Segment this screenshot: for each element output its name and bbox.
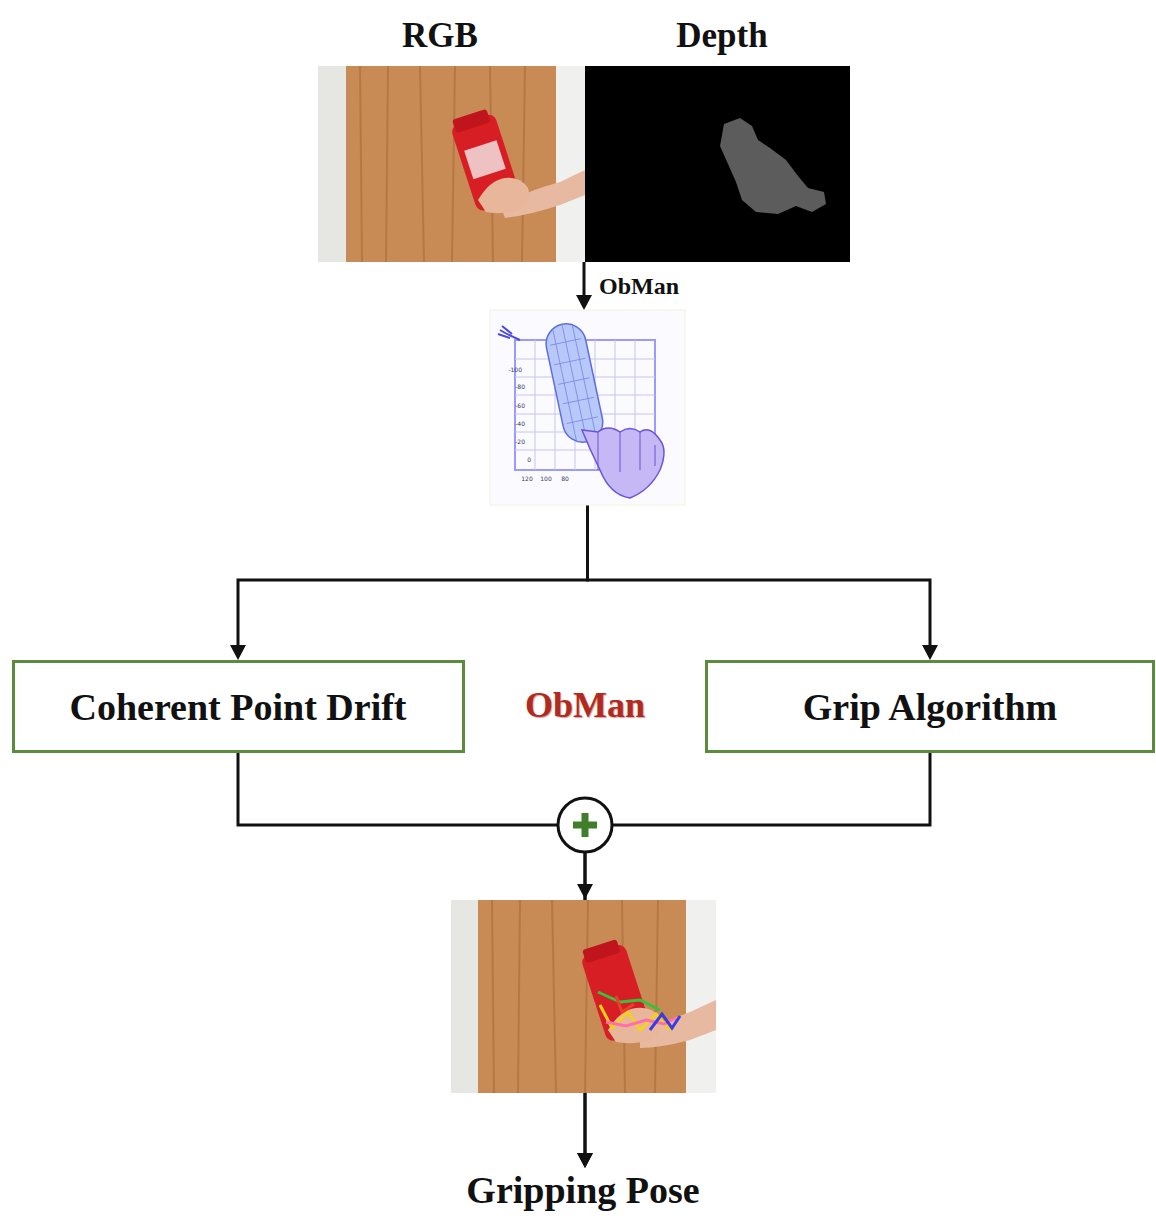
arrowhead xyxy=(577,1153,593,1168)
process-box: Grip Algorithm xyxy=(705,660,1155,753)
connector xyxy=(576,262,592,310)
output-text: Gripping Pose xyxy=(466,1169,699,1211)
box-text: Coherent Point Drift xyxy=(69,685,406,729)
arrowhead xyxy=(577,884,593,899)
arrowhead xyxy=(577,1153,593,1168)
connector-line xyxy=(583,262,586,300)
connector xyxy=(588,505,939,660)
input-image-pair: RGBDepth xyxy=(318,66,850,262)
connector-line xyxy=(588,505,931,650)
method-label: ObMan xyxy=(525,684,645,726)
axis-tick: -100 xyxy=(508,366,522,373)
sum-junction xyxy=(558,798,612,852)
image-heading: RGB xyxy=(402,16,478,56)
rgb-image xyxy=(318,66,585,262)
depth-image xyxy=(585,66,850,262)
axis-tick: -20 xyxy=(515,438,525,445)
axis-tick: 80 xyxy=(561,475,569,482)
axis-tick: -80 xyxy=(515,383,525,390)
image-heading: Depth xyxy=(676,16,767,56)
axis-tick: 120 xyxy=(521,475,532,482)
hand-object-plot xyxy=(490,310,685,505)
connector xyxy=(230,505,588,660)
axis-tick: 100 xyxy=(540,475,551,482)
box-text: Grip Algorithm xyxy=(803,685,1057,729)
plot-panel: -100 -80 -60 -40 -20 0 120 100 80 xyxy=(490,310,685,505)
edge-label: ObMan xyxy=(596,273,682,300)
output-image xyxy=(451,900,716,1093)
arrowhead xyxy=(922,645,938,660)
process-box: Coherent Point Drift xyxy=(12,660,465,753)
arrowhead xyxy=(230,645,246,660)
axis-tick: -40 xyxy=(515,420,525,427)
arrowhead xyxy=(576,295,592,310)
connector-line xyxy=(238,505,588,650)
output-label: Gripping Pose xyxy=(466,1168,703,1212)
axis-tick: -60 xyxy=(515,402,525,409)
axis-tick: 0 xyxy=(527,456,531,463)
